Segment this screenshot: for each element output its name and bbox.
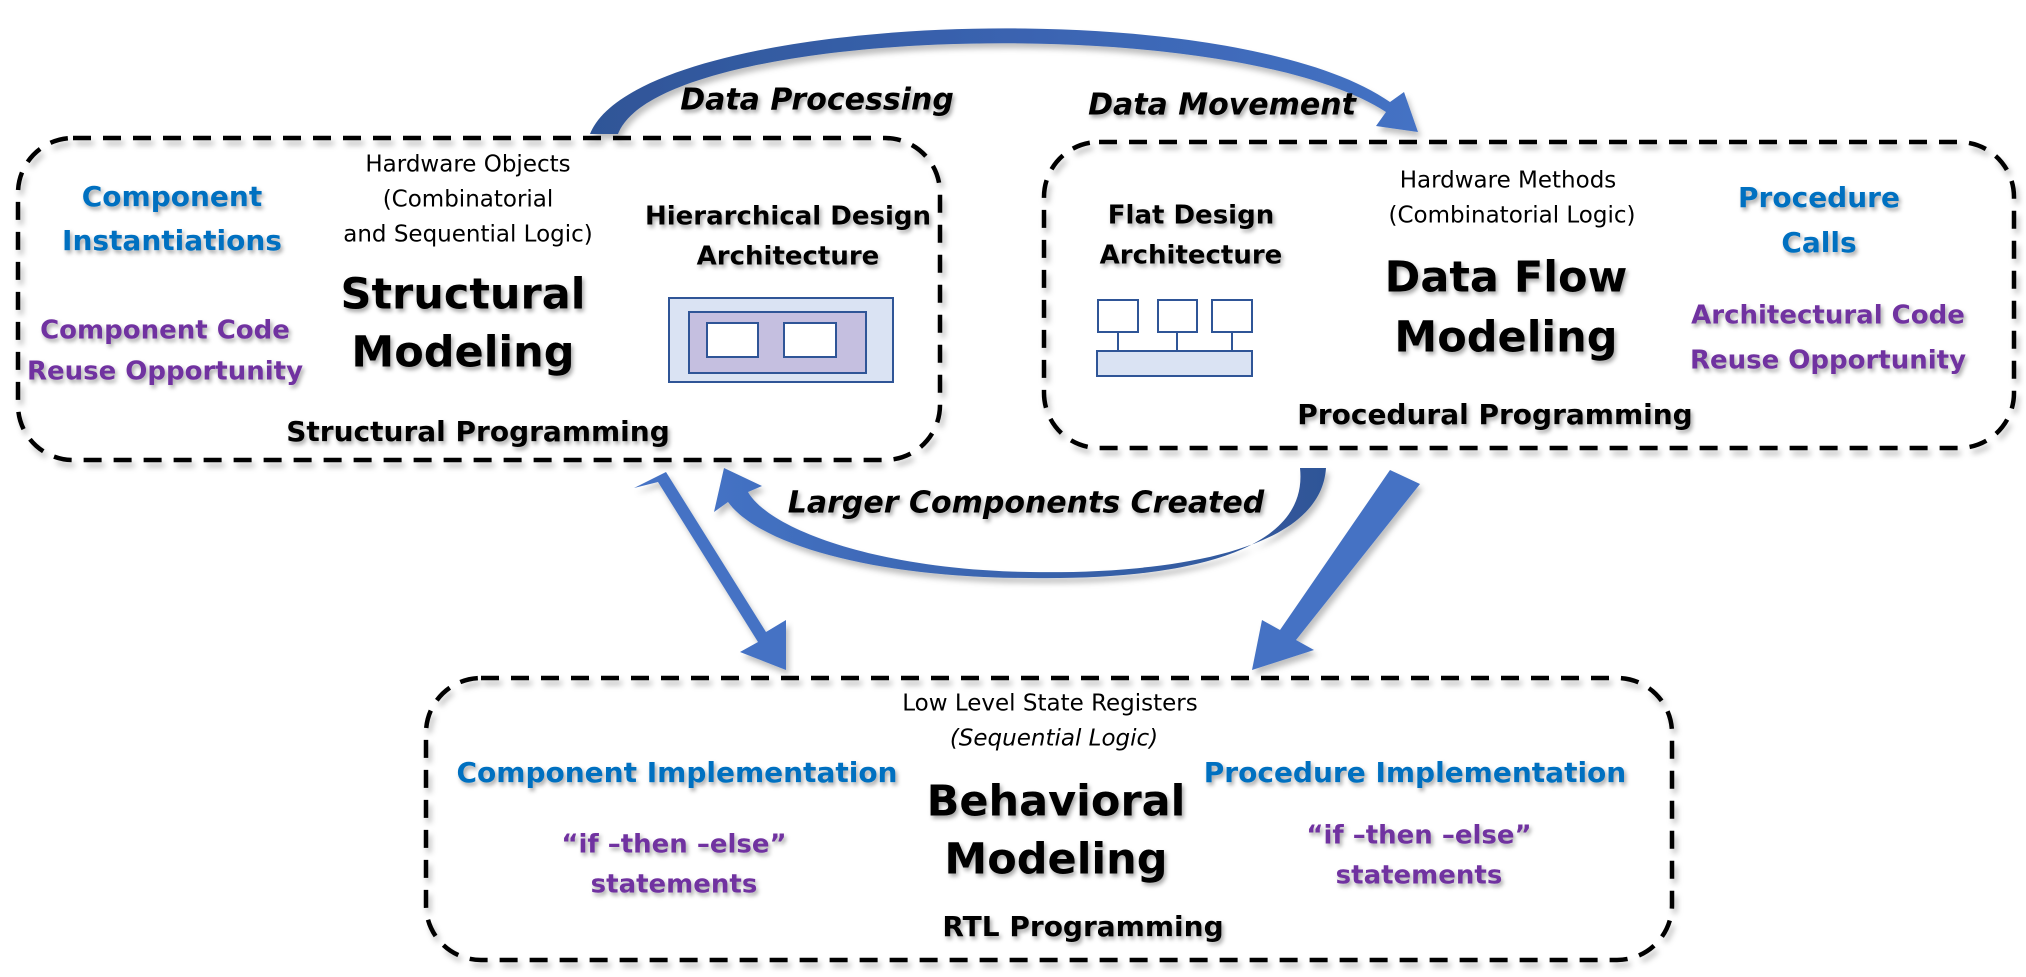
larger-components-created-label: Larger Components Created — [788, 486, 1265, 521]
procedural-programming-label: Procedural Programming — [1297, 398, 1692, 431]
behavioral-title-line-2: Modeling — [944, 835, 1167, 885]
structural-subtitle-line-1: Hardware Objects — [365, 152, 570, 178]
right-if-then-else-line-1: “if –then –else” — [1306, 821, 1531, 851]
component-code-reuse-line-1: Component Code — [40, 316, 290, 346]
hierarchical-design-line-2: Architecture — [697, 242, 880, 272]
data-processing-label: Data Processing — [680, 83, 954, 118]
left-down-arrow — [634, 472, 786, 670]
behavioral-subtitle-line-2: (Sequential Logic) — [950, 726, 1158, 752]
structural-title-line-1: Structural — [341, 270, 586, 320]
flat-design-line-2: Architecture — [1100, 241, 1283, 271]
structural-modeling-box — [15, 135, 943, 463]
dataflow-title-line-1: Data Flow — [1385, 253, 1628, 303]
top-arc-arrow-body — [590, 28, 1418, 134]
dataflow-subtitle-line-1: Hardware Methods — [1400, 168, 1617, 194]
behavioral-modeling-box — [423, 675, 1675, 963]
right-down-arrow-body — [1252, 470, 1420, 670]
structural-subtitle-line-2: (Combinatorial — [383, 187, 554, 213]
component-instantiations-line-2: Instantiations — [62, 224, 282, 257]
flat-bus-blocks-icon — [1096, 299, 1253, 377]
data-movement-label: Data Movement — [1088, 88, 1358, 123]
component-code-reuse-line-2: Reuse Opportunity — [27, 357, 303, 387]
procedure-implementation-label: Procedure Implementation — [1204, 756, 1626, 789]
behavioral-title-line-1: Behavioral — [927, 777, 1186, 827]
component-instantiations-line-1: Component — [82, 180, 262, 213]
architectural-code-reuse-line-1: Architectural Code — [1691, 301, 1965, 331]
behavioral-modeling-section: Low Level State Registers (Sequential Lo… — [457, 691, 1627, 944]
left-down-arrow-body — [634, 472, 786, 670]
procedure-calls-line-1: Procedure — [1738, 181, 1900, 214]
structural-programming-label: Structural Programming — [286, 415, 670, 448]
right-down-arrow — [1252, 470, 1420, 670]
hierarchical-design-line-1: Hierarchical Design — [645, 202, 931, 232]
data-flow-modeling-box — [1041, 139, 2017, 451]
dataflow-subtitle-line-2: (Combinatorial Logic) — [1389, 203, 1636, 229]
architectural-code-reuse-line-2: Reuse Opportunity — [1690, 346, 1966, 376]
procedure-calls-line-2: Calls — [1781, 226, 1856, 259]
left-if-then-else-line-2: statements — [591, 870, 758, 900]
structural-modeling-section: Hardware Objects (Combinatorial and Sequ… — [27, 152, 931, 449]
left-if-then-else-line-1: “if –then –else” — [561, 830, 786, 860]
behavioral-subtitle-line-1: Low Level State Registers — [902, 691, 1198, 717]
rtl-programming-label: RTL Programming — [942, 910, 1223, 943]
dataflow-title-line-2: Modeling — [1394, 313, 1617, 363]
flat-design-line-1: Flat Design — [1108, 201, 1274, 231]
hierarchical-blocks-icon — [668, 297, 894, 383]
structural-subtitle-line-3: and Sequential Logic) — [343, 222, 593, 248]
top-arc-arrow — [590, 28, 1418, 134]
data-flow-modeling-section: Flat Design Architecture Hardware Method… — [1096, 168, 1966, 431]
right-if-then-else-line-2: statements — [1336, 861, 1503, 891]
structural-title-line-2: Modeling — [351, 328, 574, 378]
component-implementation-label: Component Implementation — [457, 756, 898, 789]
